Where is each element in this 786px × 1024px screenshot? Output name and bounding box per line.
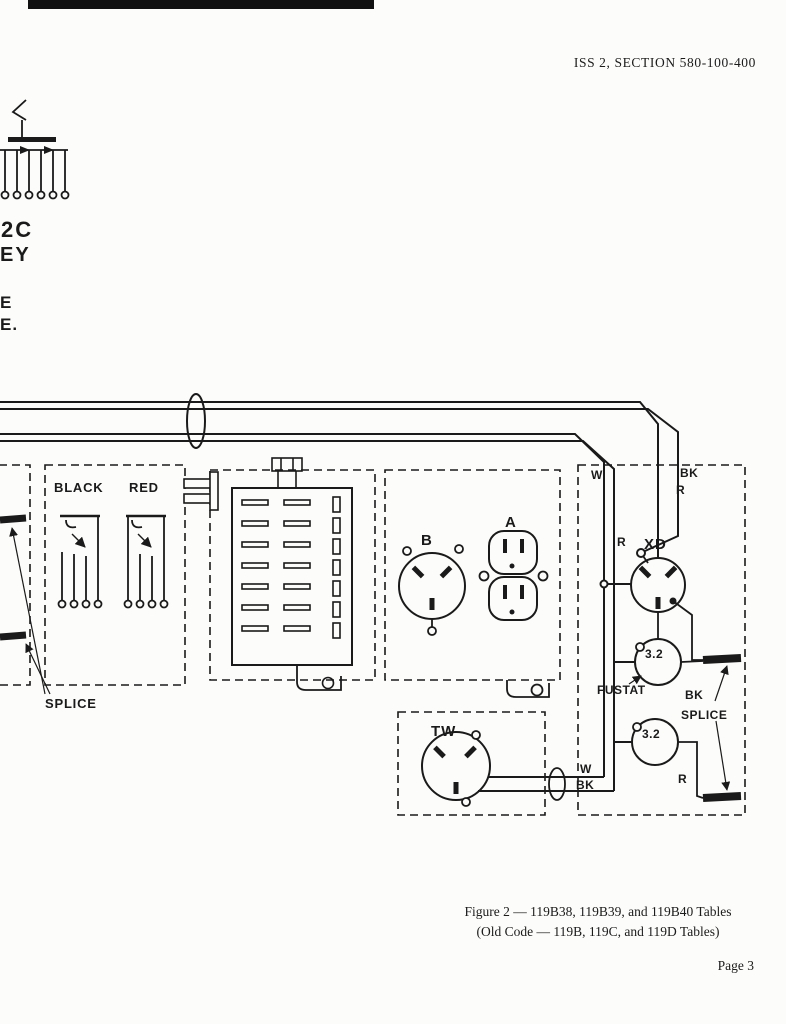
partial-label-e2: E. <box>0 315 18 334</box>
table-box-jacks <box>44 464 186 686</box>
splice-bar <box>0 631 27 641</box>
key-relay-symbol <box>0 99 70 200</box>
splice-leader <box>715 720 731 791</box>
cable-run <box>0 393 679 791</box>
wire-label-w-top: W <box>591 468 603 482</box>
label-connector-tw: TW <box>431 723 456 740</box>
page-number: Page 3 <box>717 958 754 973</box>
contact-arrow-icon <box>11 99 27 121</box>
label-splice-left: SPLICE <box>45 696 97 711</box>
wire-label-w-bottom: W <box>580 762 592 776</box>
label-red: RED <box>129 480 159 495</box>
figure-caption-line2: (Old Code — 119B, 119C, and 119D Tables) <box>476 924 720 939</box>
page-header: ISS 2, SECTION 580-100-400 <box>573 55 756 70</box>
label-fuse2-rating: 3.2 <box>642 727 660 741</box>
splice-bar <box>0 514 27 524</box>
wire-label-bk-bottom: BK <box>576 778 594 792</box>
cable-clamp <box>548 767 566 801</box>
label-black: BLACK <box>54 480 104 495</box>
splice-leader <box>714 665 729 702</box>
jack-spring <box>65 519 77 529</box>
junction-terminal <box>599 579 609 589</box>
wire-label-r-top: R <box>676 483 685 497</box>
splice-bar <box>702 792 742 802</box>
splice-leader <box>9 527 46 695</box>
partial-label-2c: 2C <box>1 217 33 242</box>
arrow-icon <box>20 146 30 154</box>
label-receptacle-a: A <box>505 514 517 531</box>
label-bk-splice-1: BK <box>685 688 703 702</box>
table-box-fuse-panel <box>577 464 746 816</box>
wire-label-bk-top: BK <box>680 466 698 480</box>
scan-edge-bar <box>28 0 374 9</box>
splice-bar <box>702 654 742 664</box>
connector-tw-face <box>421 731 491 801</box>
label-r-xd-terminal: R <box>617 535 626 549</box>
receptacle-a-face <box>478 530 549 621</box>
figure-caption: Figure 2 — 119B38, 119B39, and 119B40 Ta… <box>418 902 778 942</box>
label-connector-b: B <box>421 532 433 549</box>
table-box-receptacles <box>384 469 561 698</box>
label-bk-splice-2: SPLICE <box>681 708 727 722</box>
wire-label-r-bottom: R <box>678 772 687 786</box>
label-fuse1-rating: 3.2 <box>645 647 663 661</box>
cable-clamp <box>186 393 206 449</box>
partial-label-ey: EY <box>0 244 31 266</box>
partial-label-e1: E <box>0 293 12 312</box>
table-box-left-partial <box>0 464 51 695</box>
figure-caption-line1: Figure 2 — 119B38, 119B39, and 119B40 Ta… <box>464 904 732 919</box>
xd-r-terminal <box>636 548 646 558</box>
label-xd: XD <box>644 536 667 553</box>
label-fustat: FUSTAT <box>597 683 646 697</box>
tw-connector-box <box>397 711 614 816</box>
fustat-leader <box>628 675 642 685</box>
arrow-icon <box>44 146 54 154</box>
table-box-terminal-strip <box>183 457 376 691</box>
jack-spring <box>131 519 143 529</box>
